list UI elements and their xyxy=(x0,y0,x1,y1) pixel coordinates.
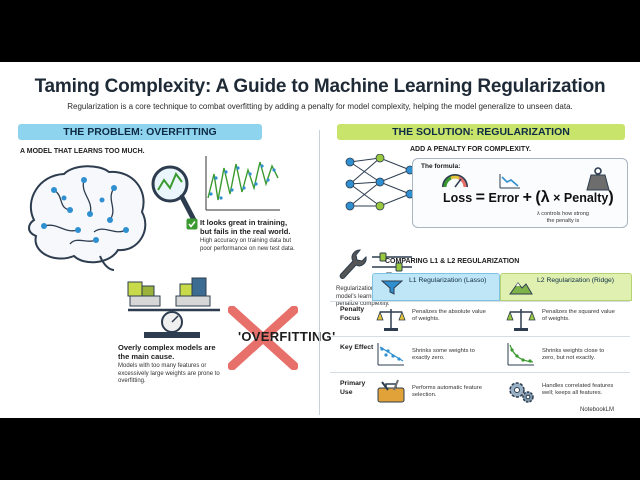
l2-primary-use: Handles correlated features well; keeps … xyxy=(542,383,614,396)
l2-header: L2 Regularization (Ridge) xyxy=(500,273,632,301)
scale-icon xyxy=(376,309,406,331)
l2-key-effect: Shrinks weights close to zero, but not e… xyxy=(542,348,605,361)
toolbox-icon xyxy=(377,379,405,403)
gears-icon xyxy=(509,382,534,403)
brain-icon xyxy=(28,165,147,271)
overfit-plot xyxy=(205,156,280,211)
problem-band: THE PROBLEM: OVERFITTING xyxy=(18,124,262,140)
l2-penalty-focus: Penalizes the squared value of weights. xyxy=(542,309,615,322)
mountain-icon xyxy=(509,282,533,295)
row-label-primary-use: Primary Use xyxy=(340,380,366,396)
funnel-icon xyxy=(381,280,403,295)
brand-label: NotebookLM xyxy=(580,407,615,413)
compare-heading: COMPARING L1 & L2 REGULARIZATION xyxy=(385,258,520,265)
lambda-note: λ controls how strong the penalty is xyxy=(537,211,589,224)
row-label-key-effect: Key Effect xyxy=(340,344,374,351)
overfit-claim: It looks great in training, but fails in… xyxy=(200,218,291,236)
l1-title: L1 Regularization (Lasso) xyxy=(409,277,487,284)
l1-header: L1 Regularization (Lasso) xyxy=(372,273,500,301)
error-chart-icon xyxy=(499,174,520,189)
network-icon xyxy=(345,154,415,211)
row-divider xyxy=(330,336,630,337)
row-divider xyxy=(330,301,630,302)
row-divider xyxy=(330,372,630,373)
cause-detail: Models with too many features or excessi… xyxy=(118,363,220,384)
sparse-weights-icon xyxy=(377,343,404,366)
l2-title: L2 Regularization (Ridge) xyxy=(537,277,615,284)
comparison-table: L1 Regularization (Lasso) L2 Regularizat… xyxy=(330,268,632,416)
scale-icon xyxy=(506,309,536,331)
solution-heading: ADD A PENALTY FOR COMPLEXITY. xyxy=(410,146,531,153)
section-divider xyxy=(319,130,320,415)
cause-text: Overly complex models are the main cause… xyxy=(118,343,216,361)
l1-primary-use: Performs automatic feature selection. xyxy=(412,385,482,398)
row-label-penalty-focus: Penalty Focus xyxy=(340,306,365,322)
shrink-weights-icon xyxy=(507,343,534,366)
cross-icon xyxy=(228,306,298,370)
overfitting-label: 'OVERFITTING' xyxy=(238,329,336,344)
page-subtitle: Regularization is a core technique to co… xyxy=(67,102,573,111)
formula-text: Loss = Error + (λ × Penalty) xyxy=(443,189,614,206)
magnifier-icon xyxy=(151,165,197,223)
solution-band: THE SOLUTION: REGULARIZATION xyxy=(337,124,625,140)
l1-penalty-focus: Penalizes the absolute value of weights. xyxy=(412,309,486,322)
overfit-claim-detail: High accuracy on training data but poor … xyxy=(200,238,295,252)
check-icon xyxy=(186,218,198,230)
problem-heading: A MODEL THAT LEARNS TOO MUCH. xyxy=(20,148,145,155)
wrench-icon xyxy=(339,249,367,279)
formula-box: The formula: Loss = Error + (λ × Penalty… xyxy=(412,158,628,228)
l1-key-effect: Shrinks some weights to exactly zero. xyxy=(412,348,475,361)
page-title: Taming Complexity: A Guide to Machine Le… xyxy=(34,76,606,97)
formula-label: The formula: xyxy=(421,163,461,170)
weights-scale-icon xyxy=(127,277,220,338)
slide: Taming Complexity: A Guide to Machine Le… xyxy=(0,62,640,418)
gauge-icon xyxy=(442,174,468,188)
weight-icon xyxy=(586,167,610,191)
